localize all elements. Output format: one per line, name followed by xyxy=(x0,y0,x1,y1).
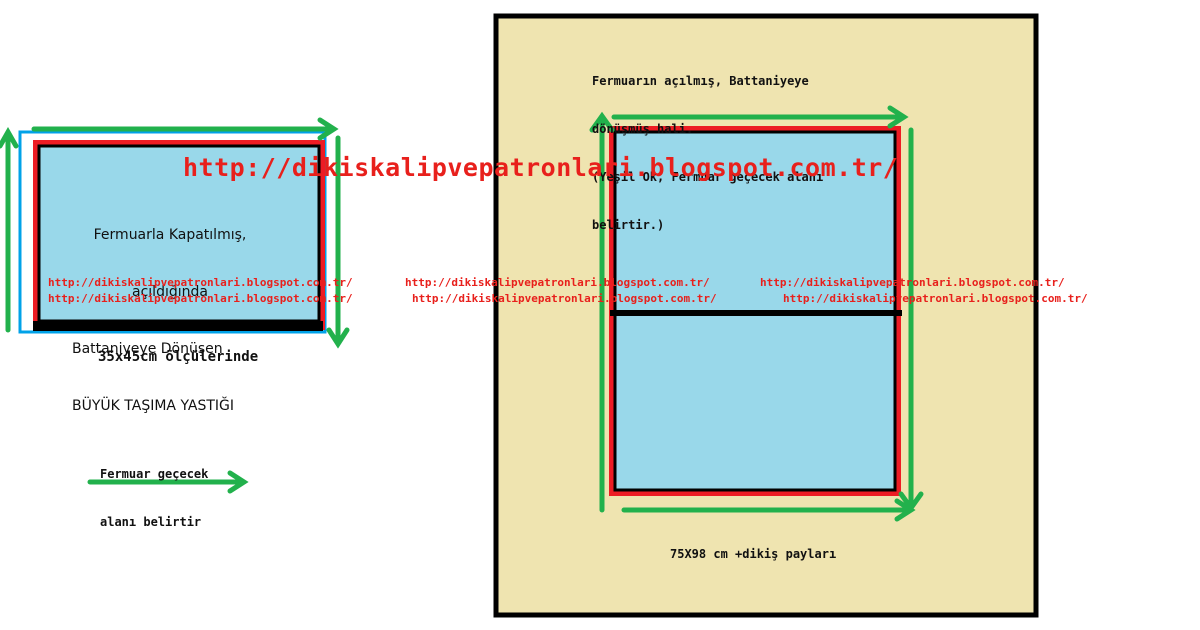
watermark-row2-b: http://dikiskalipvepatronlari.blogspot.c… xyxy=(412,292,717,305)
watermark-row2-c: http://dikiskalipvepatronlari.blogspot.c… xyxy=(783,292,1088,305)
caption-line-3: (Yeşil Ok, Fermuar geçecek alanı xyxy=(592,170,824,184)
caption-line-4: belirtir.) xyxy=(592,218,665,232)
pillow-title-line-2: açıldığında xyxy=(132,284,208,300)
watermark-main: http://dikiskalipvepatronlari.blogspot.c… xyxy=(183,153,899,182)
pillow-size-label: 35x45cm ölçülerinde xyxy=(98,349,259,365)
legend-line-2: alanı belirtir xyxy=(100,515,202,529)
legend-line-1: Fermuar geçecek xyxy=(100,467,209,481)
blanket-zipper-arrows xyxy=(589,105,924,522)
blanket-size-label: 75X98 cm +dikiş payları xyxy=(670,547,837,561)
legend-text: Fermuar geçecek alanı belirtir xyxy=(100,434,208,546)
arrowhead-top xyxy=(317,117,339,141)
pillow-title: Fermuarla Kapatılmış, açıldığında Battan… xyxy=(55,188,285,435)
pillow-title-line-1: Fermuarla Kapatılmış, xyxy=(93,227,247,243)
pillow-bottom-seam xyxy=(33,321,323,331)
watermark-row2-a: http://dikiskalipvepatronlari.blogspot.c… xyxy=(48,292,353,305)
arrowhead-left xyxy=(589,111,615,133)
caption-line-1: Fermuarın açılmış, Battaniyeye xyxy=(592,74,809,88)
legend-arrow xyxy=(87,470,249,494)
watermark-row1-b: http://dikiskalipvepatronlari.blogspot.c… xyxy=(405,276,710,289)
watermark-row1-c: http://dikiskalipvepatronlari.blogspot.c… xyxy=(760,276,1065,289)
pillow-title-line-4: BÜYÜK TAŞIMA YASTIĞI xyxy=(72,398,235,414)
pillow-title-line-3: Battaniyeye Dönüşen xyxy=(72,341,223,357)
arrowhead-left xyxy=(0,126,19,149)
watermark-row1-a: http://dikiskalipvepatronlari.blogspot.c… xyxy=(48,276,353,289)
blanket-top-panel xyxy=(613,130,897,314)
arrowhead-right xyxy=(326,327,350,349)
blanket-caption: Fermuarın açılmış, Battaniyeye dönüşmüş … xyxy=(592,41,823,249)
caption-line-2: dönüşmüş hali. xyxy=(592,122,694,136)
blanket-bottom-panel xyxy=(613,311,897,492)
arrowhead-top xyxy=(887,105,909,129)
pillow-zipper-arrows xyxy=(0,117,350,349)
arrowhead-bottom xyxy=(894,498,916,522)
